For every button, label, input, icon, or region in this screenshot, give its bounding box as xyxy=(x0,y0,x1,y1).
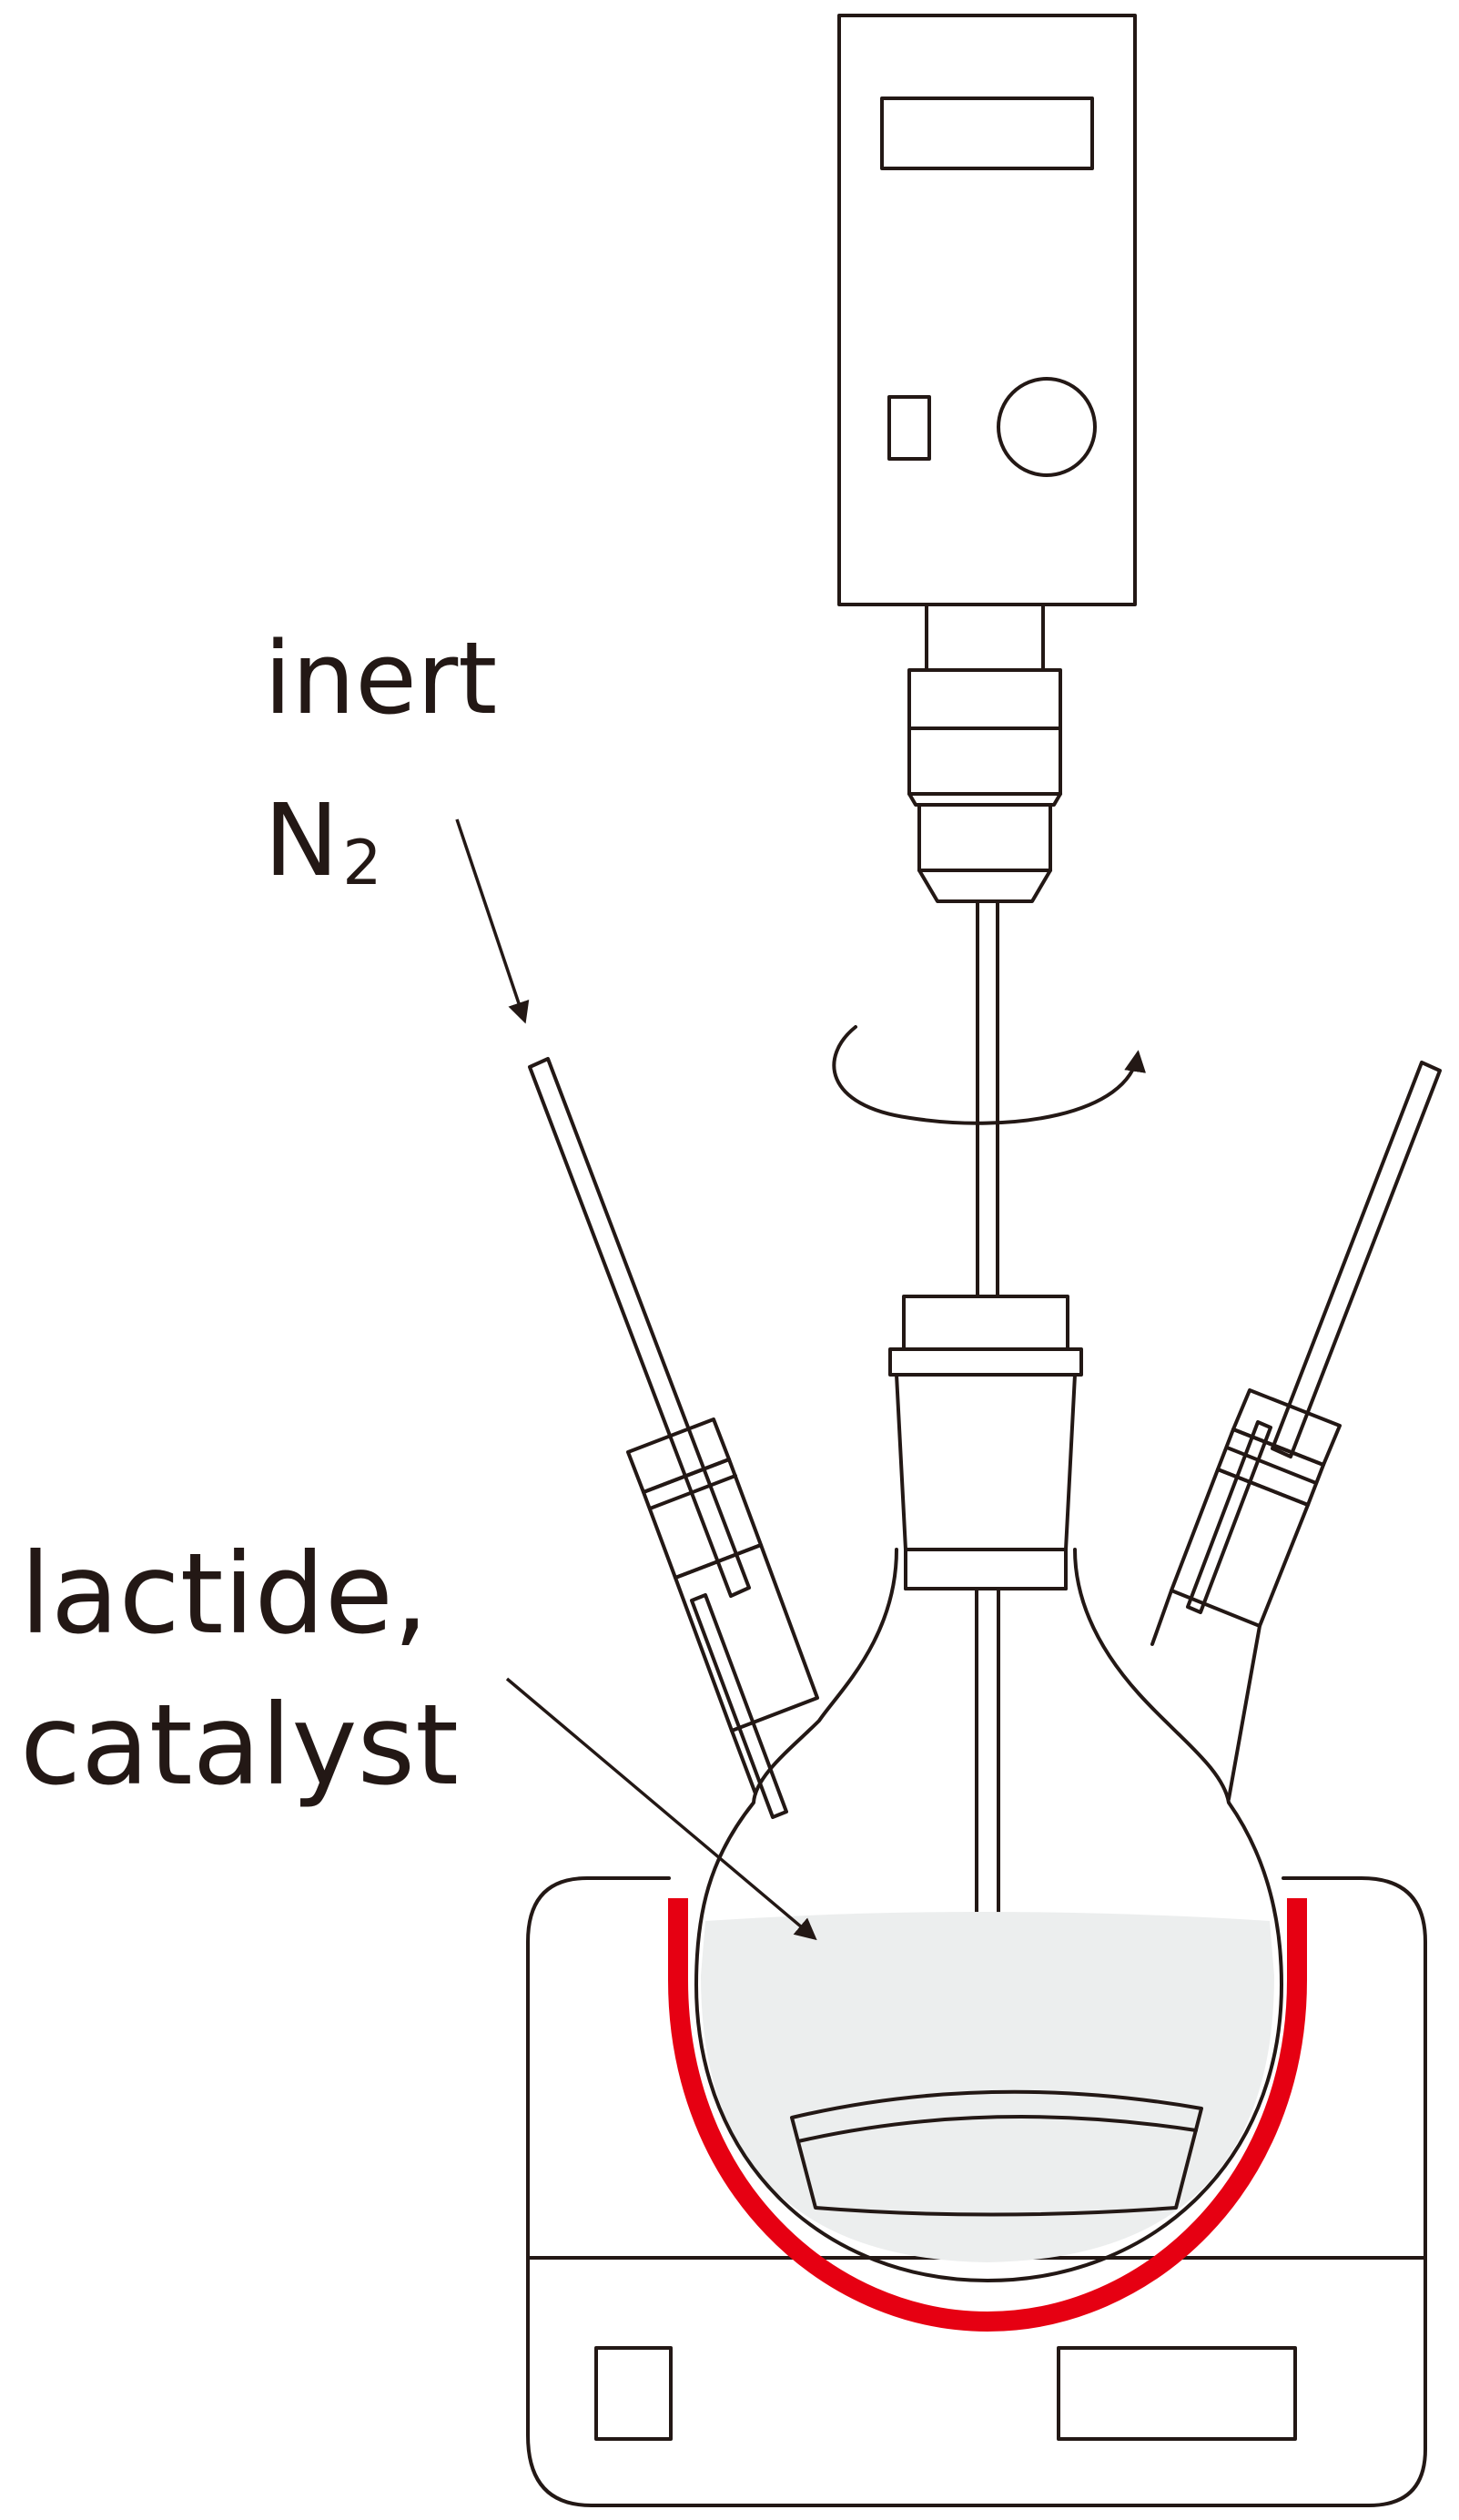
stir-paddle xyxy=(790,2089,1203,2217)
heating-mantle xyxy=(668,1898,1307,2332)
flask-outline xyxy=(694,1548,1283,2282)
motor-switch xyxy=(887,395,931,461)
overhead-stirrer-motor xyxy=(837,14,1137,606)
right-adapter-collar xyxy=(1216,1428,1325,1507)
left-gas-inlet-tube xyxy=(528,1057,819,1819)
chuck-neck xyxy=(925,603,1045,672)
contents-pointer-arrow-icon xyxy=(505,1677,817,1941)
base-display xyxy=(1057,2346,1297,2441)
inlet-needle xyxy=(528,1057,751,1598)
motor-display-screen xyxy=(880,97,1094,170)
gas-pointer-arrow-icon xyxy=(455,818,530,1024)
motor-speed-knob xyxy=(997,377,1097,477)
right-inner-tube xyxy=(1186,1420,1272,1614)
gas-subscript: 2 xyxy=(342,828,382,899)
right-needle xyxy=(1271,1061,1442,1458)
chuck-lower-body xyxy=(917,803,1052,872)
right-side-tube xyxy=(1150,1061,1442,1801)
right-side-neck xyxy=(1170,1468,1310,1628)
three-neck-flask xyxy=(694,1548,1283,2282)
contents-label-line2: catalyst xyxy=(20,1681,459,1810)
chuck-tip xyxy=(917,869,1052,903)
joint-collar xyxy=(888,1347,1083,1377)
flask-liquid xyxy=(701,1912,1274,2262)
gas-label-line1: inert xyxy=(264,620,498,737)
joint-taper xyxy=(895,1373,1077,1551)
stirrer-chuck xyxy=(907,603,1062,903)
gas-label-formula: N2 xyxy=(264,790,382,895)
chuck-upper-body xyxy=(907,668,1062,796)
central-joint xyxy=(888,1295,1083,1590)
base-body xyxy=(526,1876,1427,2507)
joint-top-cap xyxy=(902,1295,1069,1351)
contents-label-line1: lactide, xyxy=(20,1529,429,1659)
rotation-arrow-icon xyxy=(832,1025,1146,1125)
left-side-neck xyxy=(674,1543,819,1732)
base-switch xyxy=(594,2346,673,2441)
inlet-inner-tube xyxy=(690,1593,788,1819)
gas-symbol: N xyxy=(264,782,339,899)
